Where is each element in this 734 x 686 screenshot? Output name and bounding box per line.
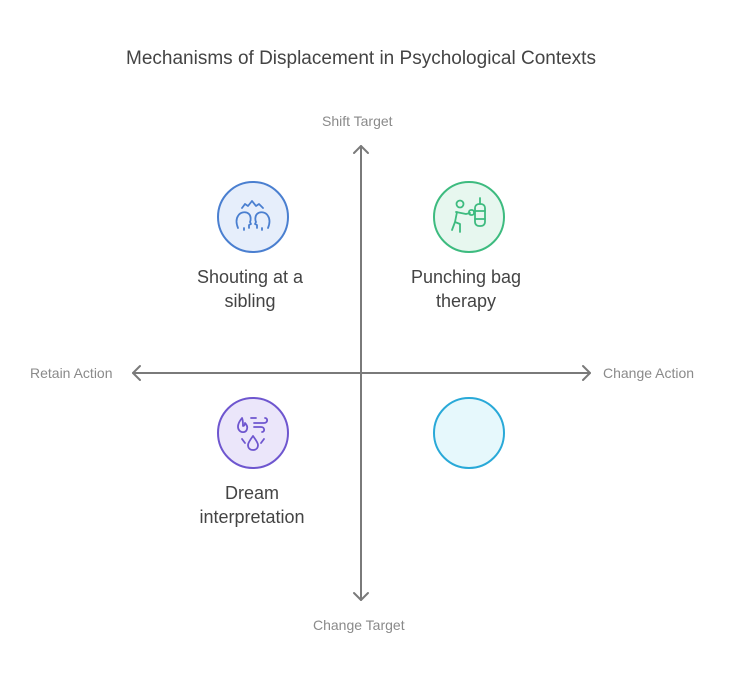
arguing-heads-icon (235, 200, 271, 231)
label-top-left: Shouting at a sibling (160, 265, 340, 313)
node-top-left (217, 181, 289, 253)
label-line-2: sibling (224, 291, 276, 311)
node-bottom-right (433, 397, 505, 469)
diagram-title: Mechanisms of Displacement in Psychologi… (126, 48, 596, 69)
label-top-right: Punching bag therapy (376, 265, 556, 313)
arrow-left-icon (132, 365, 141, 381)
axis-label-top: Shift Target (322, 113, 393, 129)
elements-fire-water-wind-icon (237, 417, 269, 451)
axis-label-left: Retain Action (30, 365, 113, 381)
boxer-punching-bag-icon (451, 197, 486, 233)
axis-label-bottom: Change Target (313, 617, 405, 633)
label-line-2: interpretation (199, 507, 305, 527)
arrow-right-icon (582, 365, 591, 381)
label-line-1: Punching bag (410, 267, 522, 287)
label-line-1: Shouting at a (196, 267, 304, 287)
label-line-1: Dream (224, 483, 279, 503)
axis-label-right: Change Action (603, 365, 695, 381)
arrow-down-icon (353, 592, 369, 601)
node-top-right (433, 181, 505, 253)
node-bottom-left (217, 397, 289, 469)
label-bottom-left: Dream interpretation (162, 481, 342, 529)
label-line-2: therapy (435, 291, 497, 311)
arrow-up-icon (353, 145, 369, 154)
